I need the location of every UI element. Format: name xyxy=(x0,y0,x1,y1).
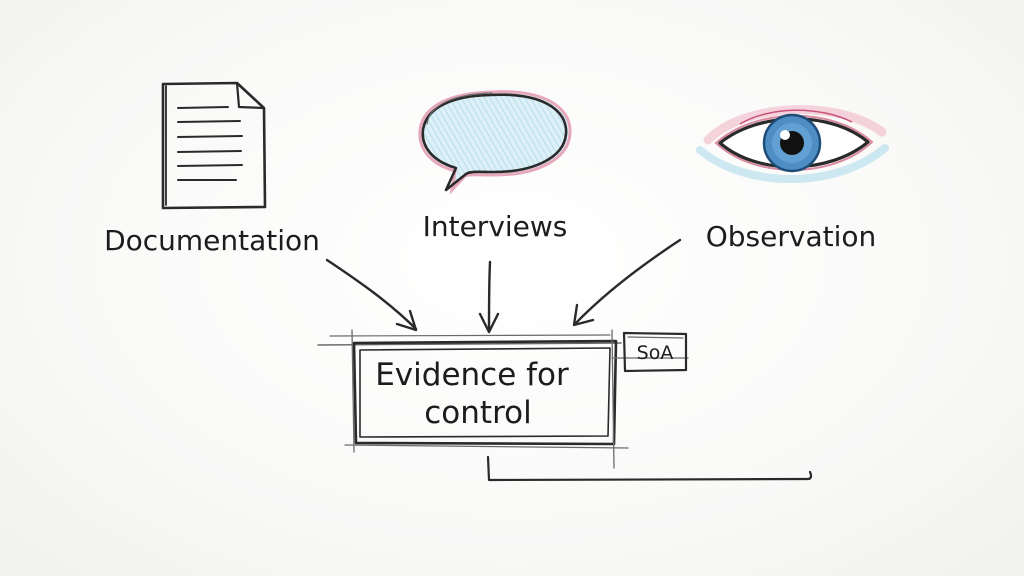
bracket-line xyxy=(486,455,813,482)
speech-bubble-icon xyxy=(418,90,572,195)
arrow-documentation xyxy=(325,258,418,332)
evidence-box: Evidence for control xyxy=(317,329,629,469)
document-icon xyxy=(161,81,267,210)
eye-icon xyxy=(696,105,889,183)
source-label-interviews: Interviews xyxy=(423,210,568,243)
arrow-interviews xyxy=(478,260,500,334)
evidence-box-line1: Evidence for xyxy=(375,357,569,393)
source-label-documentation: Documentation xyxy=(104,224,320,257)
source-label-observation: Observation xyxy=(706,220,877,253)
evidence-box-line2: control xyxy=(424,395,531,431)
soa-tag-label: SoA xyxy=(637,342,674,364)
arrow-observation xyxy=(572,238,682,327)
soa-tag: SoA xyxy=(611,331,689,373)
